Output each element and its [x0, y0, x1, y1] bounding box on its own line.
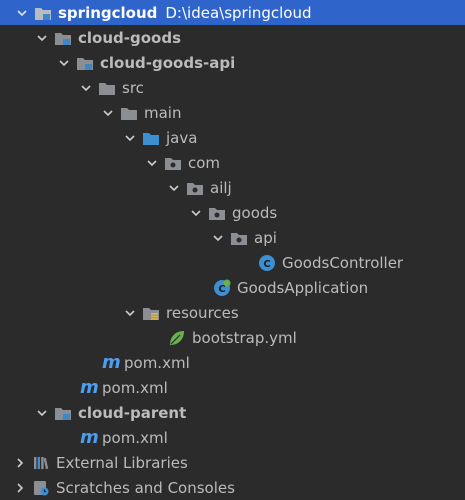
- chevron-down-icon[interactable]: [166, 180, 182, 196]
- tree-node-label: goods: [232, 203, 278, 222]
- tree-node-cloud-parent[interactable]: cloud-parent: [0, 400, 465, 425]
- folder-icon: [98, 79, 116, 97]
- maven-icon: m: [80, 376, 99, 398]
- tree-node-springcloud[interactable]: springcloud D:\idea\springcloud: [0, 0, 465, 25]
- tree-node-goods-controller[interactable]: C GoodsController: [0, 250, 465, 275]
- tree-node-label: Scratches and Consoles: [56, 478, 235, 497]
- chevron-down-icon[interactable]: [56, 55, 72, 71]
- tree-node-label: GoodsController: [282, 253, 404, 272]
- module-folder-icon: [54, 404, 72, 422]
- package-icon: [230, 229, 248, 247]
- source-root-folder-icon: [142, 129, 160, 147]
- tree-node-label: src: [122, 78, 144, 97]
- chevron-down-icon[interactable]: [34, 30, 50, 46]
- chevron-down-icon[interactable]: [14, 5, 30, 21]
- chevron-down-icon[interactable]: [78, 80, 94, 96]
- tree-node-label: java: [166, 128, 198, 147]
- maven-icon: m: [102, 351, 121, 373]
- tree-node-com[interactable]: com: [0, 150, 465, 175]
- tree-node-label: pom.xml: [102, 378, 168, 397]
- scratches-icon: [32, 479, 50, 497]
- tree-node-label: GoodsApplication: [237, 278, 369, 297]
- tree-node-pom-xml[interactable]: m pom.xml: [0, 350, 465, 375]
- libraries-icon: [32, 454, 50, 472]
- svg-text:C: C: [263, 259, 270, 270]
- java-class-icon: C: [258, 254, 276, 272]
- tree-node-label: cloud-parent: [78, 403, 187, 422]
- package-icon: [208, 204, 226, 222]
- module-folder-icon: [34, 4, 52, 22]
- chevron-down-icon[interactable]: [34, 405, 50, 421]
- chevron-down-icon[interactable]: [122, 305, 138, 321]
- tree-node-label: cloud-goods-api: [100, 53, 236, 72]
- tree-node-pom-xml[interactable]: m pom.xml: [0, 375, 465, 400]
- module-folder-icon: [76, 54, 94, 72]
- module-folder-icon: [54, 29, 72, 47]
- tree-node-src[interactable]: src: [0, 75, 465, 100]
- tree-node-pom-xml[interactable]: m pom.xml: [0, 425, 465, 450]
- svg-text:C: C: [218, 284, 225, 295]
- tree-node-label: pom.xml: [124, 353, 190, 372]
- tree-node-label: resources: [166, 303, 239, 322]
- tree-node-label: bootstrap.yml: [192, 328, 297, 347]
- chevron-down-icon[interactable]: [210, 230, 226, 246]
- tree-node-label: External Libraries: [56, 453, 188, 472]
- tree-node-cloud-goods[interactable]: cloud-goods: [0, 25, 465, 50]
- tree-node-goods[interactable]: goods: [0, 200, 465, 225]
- tree-node-cloud-goods-api[interactable]: cloud-goods-api: [0, 50, 465, 75]
- resources-folder-icon: [142, 304, 160, 322]
- tree-node-goods-application[interactable]: C GoodsApplication: [0, 275, 465, 300]
- tree-node-resources[interactable]: resources: [0, 300, 465, 325]
- leaf-icon: [168, 329, 186, 347]
- maven-icon: m: [80, 426, 99, 448]
- chevron-down-icon[interactable]: [100, 105, 116, 121]
- tree-node-main[interactable]: main: [0, 100, 465, 125]
- tree-node-label: api: [254, 228, 277, 247]
- package-icon: [164, 154, 182, 172]
- tree-node-label: ailj: [210, 178, 232, 197]
- tree-node-ailj[interactable]: ailj: [0, 175, 465, 200]
- tree-node-scratches-and-consoles[interactable]: Scratches and Consoles: [0, 475, 465, 500]
- tree-node-label: cloud-goods: [78, 28, 181, 47]
- chevron-right-icon[interactable]: [12, 480, 28, 496]
- chevron-right-icon[interactable]: [12, 455, 28, 471]
- folder-icon: [120, 104, 138, 122]
- spring-boot-class-icon: C: [213, 279, 231, 297]
- chevron-down-icon[interactable]: [188, 205, 204, 221]
- chevron-down-icon[interactable]: [144, 155, 160, 171]
- tree-node-label: pom.xml: [102, 428, 168, 447]
- tree-node-bootstrap-yml[interactable]: bootstrap.yml: [0, 325, 465, 350]
- chevron-down-icon[interactable]: [122, 130, 138, 146]
- tree-node-external-libraries[interactable]: External Libraries: [0, 450, 465, 475]
- tree-node-java[interactable]: java: [0, 125, 465, 150]
- tree-node-label: springcloud: [58, 3, 158, 22]
- tree-node-label: main: [144, 103, 182, 122]
- tree-node-label: com: [188, 153, 221, 172]
- project-path: D:\idea\springcloud: [165, 3, 312, 22]
- tree-node-api[interactable]: api: [0, 225, 465, 250]
- package-icon: [186, 179, 204, 197]
